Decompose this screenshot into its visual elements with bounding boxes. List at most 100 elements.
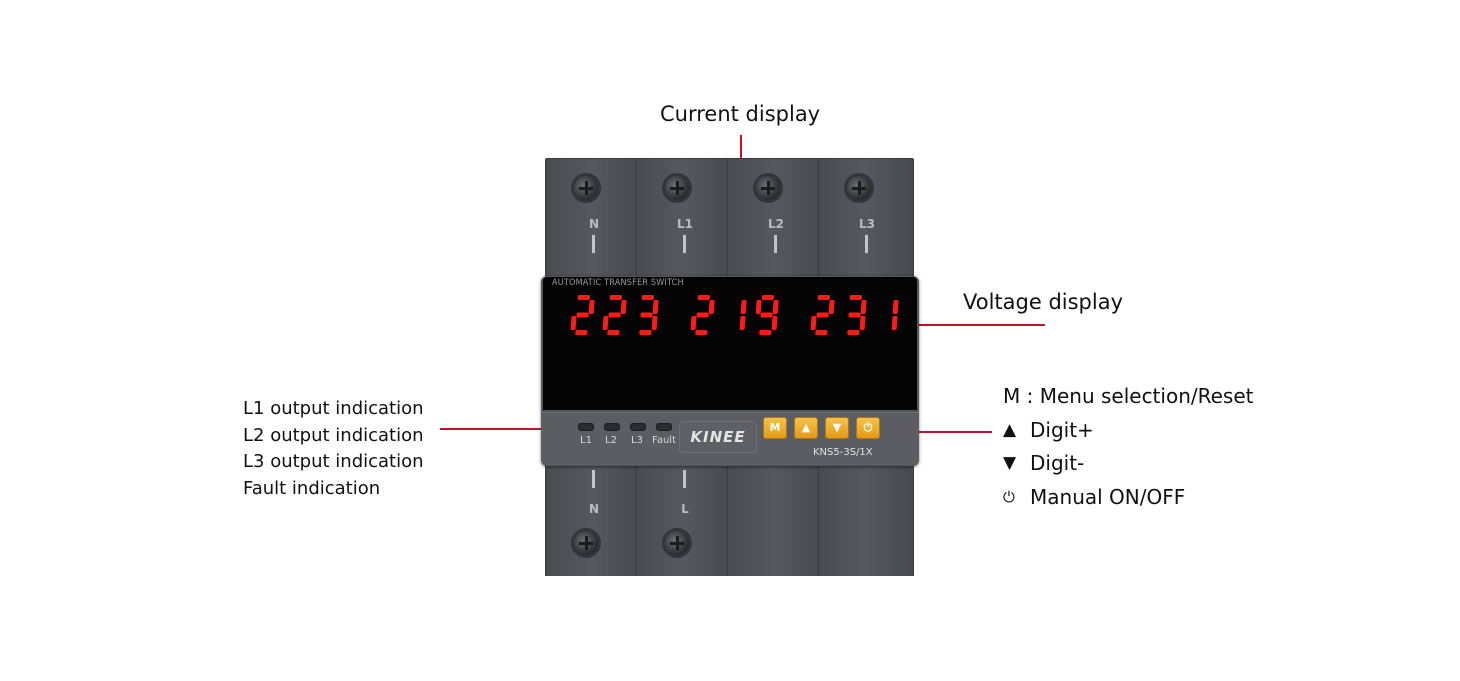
- terminal-mark: [683, 470, 686, 488]
- screw-icon[interactable]: [571, 173, 601, 203]
- segment-c: [859, 316, 866, 330]
- segment-c: [739, 316, 746, 330]
- screen-title: AUTOMATIC TRANSFER SWITCH: [552, 278, 684, 288]
- segment-a: [609, 295, 622, 300]
- module-n-bottom: N: [545, 458, 641, 576]
- segment-e: [690, 316, 697, 330]
- segment-a: [849, 295, 862, 300]
- segment-b: [708, 300, 715, 314]
- terminal-label-l-bottom: L: [681, 502, 689, 516]
- l1-output-label: L1 output indication: [243, 398, 424, 419]
- legend-digit-minus: ▼ Digit-: [1003, 447, 1253, 481]
- module-blank-bottom: [727, 458, 823, 576]
- legend-digit-minus-text: Digit-: [1030, 451, 1085, 475]
- terminal-mark: [865, 235, 868, 253]
- screw-icon[interactable]: [662, 528, 692, 558]
- l3-output-label: L3 output indication: [243, 451, 424, 473]
- current-display-label: Current display: [660, 102, 821, 126]
- terminal-label-l2: L2: [768, 217, 784, 231]
- terminal-mark: [683, 235, 686, 253]
- faceplate: AUTOMATIC TRANSFER SWITCH L1 L2 L3 Fault…: [541, 276, 919, 466]
- segment-g: [696, 312, 709, 318]
- led-l1: [578, 423, 594, 431]
- digit-3: [847, 295, 867, 335]
- l2-output-label: L2 output indication: [243, 424, 424, 446]
- screw-icon[interactable]: [844, 173, 874, 203]
- screw-icon[interactable]: [753, 173, 783, 203]
- segment-g: [576, 312, 589, 318]
- segment-a: [697, 295, 710, 300]
- segment-b: [860, 300, 867, 314]
- segment-e: [570, 316, 577, 330]
- segment-d: [815, 330, 828, 335]
- legend-manual: ⏻ Manual ON/OFF: [1003, 481, 1253, 515]
- indicator-labels: L1 output indication L2 output indicatio…: [243, 396, 424, 503]
- segment-b: [892, 300, 899, 314]
- led-label-l3: L3: [631, 435, 643, 446]
- segment-d: [639, 330, 652, 335]
- legend-menu-text: M : Menu selection/Reset: [1003, 384, 1254, 408]
- terminal-label-n-bottom: N: [588, 502, 600, 516]
- legend-menu: M : Menu selection/Reset: [1003, 380, 1253, 414]
- seven-segment-display: [690, 295, 779, 335]
- screw-icon[interactable]: [571, 528, 601, 558]
- digit-1: [891, 300, 899, 330]
- module-n-top: N: [545, 158, 641, 280]
- segment-b: [740, 300, 747, 314]
- terminal-mark: [592, 235, 595, 253]
- segment-b: [588, 300, 595, 314]
- led-l3: [630, 423, 646, 431]
- brand-logo: KINEE: [679, 421, 757, 453]
- segment-b: [772, 300, 779, 314]
- seven-segment-display: [810, 295, 899, 335]
- segment-e: [810, 316, 817, 330]
- segment-b: [620, 300, 627, 314]
- terminal-label-l1: L1: [677, 217, 693, 231]
- terminal-label-l3: L3: [859, 217, 875, 231]
- voltage-display-leader: [898, 324, 1045, 326]
- segment-d: [695, 330, 708, 335]
- reading-l3: [810, 295, 899, 343]
- model-number: KNS5-3S/1X: [813, 447, 873, 458]
- segment-a: [641, 295, 654, 300]
- led-label-fault: Fault: [652, 435, 676, 446]
- terminal-label-n: N: [588, 217, 600, 231]
- module-l3-top: L3: [818, 158, 914, 280]
- indicator-leader: [440, 428, 580, 430]
- digit-plus-button[interactable]: ▲: [794, 417, 818, 439]
- segment-d: [759, 330, 772, 335]
- legend-digit-plus: ▲ Digit+: [1003, 414, 1253, 448]
- segment-g: [848, 312, 861, 318]
- segment-g: [760, 312, 773, 318]
- legend-digit-plus-text: Digit+: [1030, 417, 1094, 442]
- digit-2: [810, 295, 835, 335]
- segment-c: [891, 316, 898, 330]
- digit-2: [570, 295, 595, 335]
- segment-e: [602, 316, 609, 330]
- segment-f: [755, 300, 762, 314]
- segment-a: [577, 295, 590, 300]
- power-button[interactable]: ⏻: [856, 417, 880, 439]
- segment-a: [817, 295, 830, 300]
- segment-c: [771, 316, 778, 330]
- menu-button[interactable]: M: [763, 417, 787, 439]
- seven-segment-display: [570, 295, 659, 335]
- module-l1-top: L1: [636, 158, 732, 280]
- digit-2: [602, 295, 627, 335]
- module-l-bottom: L: [636, 458, 732, 576]
- button-leader: [892, 431, 992, 433]
- segment-d: [575, 330, 588, 335]
- module-blank-bottom: [818, 458, 914, 576]
- segment-b: [652, 300, 659, 314]
- led-fault: [656, 423, 672, 431]
- led-label-l2: L2: [605, 435, 617, 446]
- button-legend: M : Menu selection/Reset ▲ Digit+ ▼ Digi…: [1003, 380, 1253, 514]
- transfer-switch-device: N L1 L2 L3 N L AUTOMATIC TRANSFER SWITCH: [541, 158, 919, 576]
- voltage-display-label: Voltage display: [963, 290, 1124, 314]
- digit-2: [690, 295, 715, 335]
- segment-b: [828, 300, 835, 314]
- digit-9: [755, 295, 779, 335]
- segment-a: [761, 295, 774, 300]
- screw-icon[interactable]: [662, 173, 692, 203]
- digit-minus-button[interactable]: ▼: [825, 417, 849, 439]
